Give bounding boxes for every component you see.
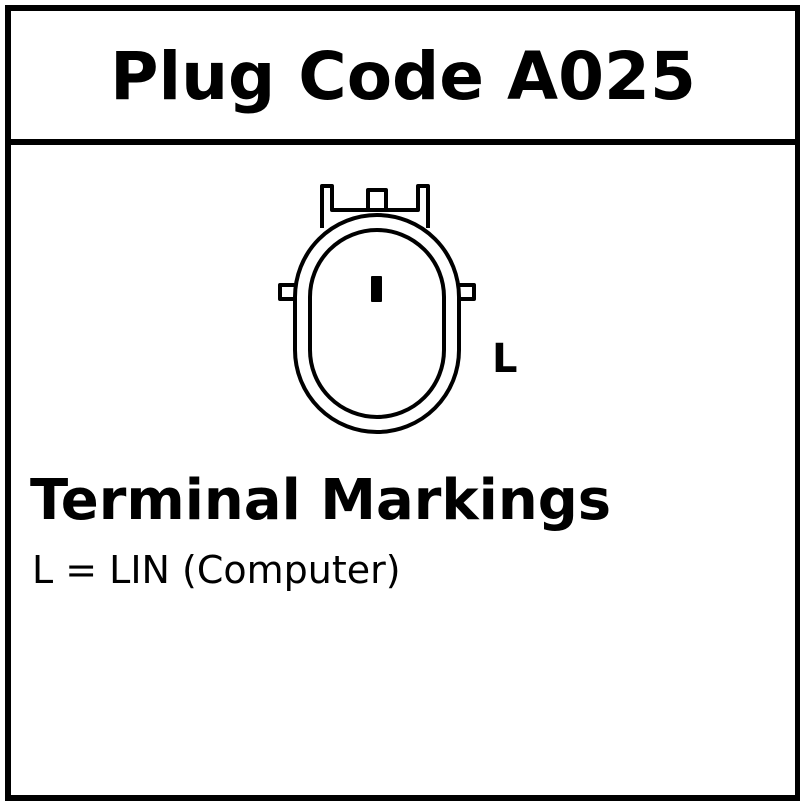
plug-code-title: Plug Code A025 bbox=[110, 38, 696, 115]
terminal-label-l: L bbox=[492, 336, 518, 382]
diagram-frame: Plug Code A025 bbox=[5, 5, 800, 801]
header: Plug Code A025 bbox=[11, 11, 795, 145]
connector-housing bbox=[278, 184, 476, 434]
connector-inner-shell bbox=[308, 228, 446, 419]
connector-key-tab bbox=[366, 188, 388, 212]
terminal-marking-entry: L = LIN (Computer) bbox=[32, 548, 401, 592]
terminal-markings-heading: Terminal Markings bbox=[30, 468, 612, 533]
terminal-pin-l bbox=[371, 276, 382, 302]
connector-outer-shell bbox=[293, 213, 461, 434]
